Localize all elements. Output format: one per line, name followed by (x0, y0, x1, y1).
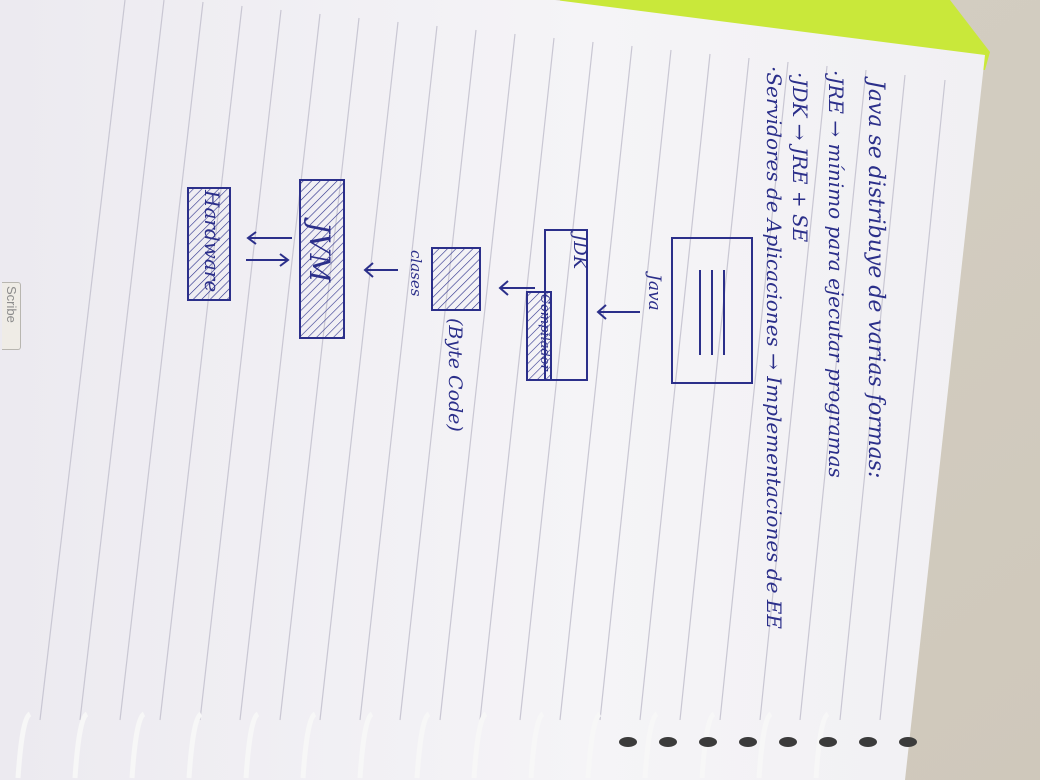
class-label: clases (407, 250, 425, 297)
jvm-box (299, 179, 345, 339)
hardware-label: Hardware (200, 190, 224, 293)
jdk-label: JDK (569, 234, 590, 270)
java-source-label: Java (644, 274, 664, 311)
hardware-box (187, 187, 231, 301)
ruled-lines (39, 0, 946, 721)
notes-line-jdk: ·JDK → JRE + SE (788, 72, 812, 243)
class-box (431, 247, 481, 311)
java-source-box (671, 237, 753, 384)
notebook-page (0, 0, 985, 780)
jvm-label: JVM (303, 222, 336, 283)
spiral-holes (619, 737, 917, 747)
compiler-box (526, 291, 552, 381)
bytecode-label: (Byte Code) (444, 318, 466, 432)
compiler-label: Compilador (537, 294, 552, 371)
notes-heading: Java se distribuye de varias formas: (863, 80, 888, 479)
scribe-watermark: Scribe (2, 282, 21, 350)
diagram (187, 179, 753, 384)
spiral-binding (15, 711, 830, 779)
notes-line-jre: ·JRE → mínimo para ejecutar programas (824, 70, 848, 478)
scribe-label: Scribe (4, 286, 19, 323)
notes-line-servers: ·Servidores de Aplicaciones → Implementa… (762, 66, 786, 629)
